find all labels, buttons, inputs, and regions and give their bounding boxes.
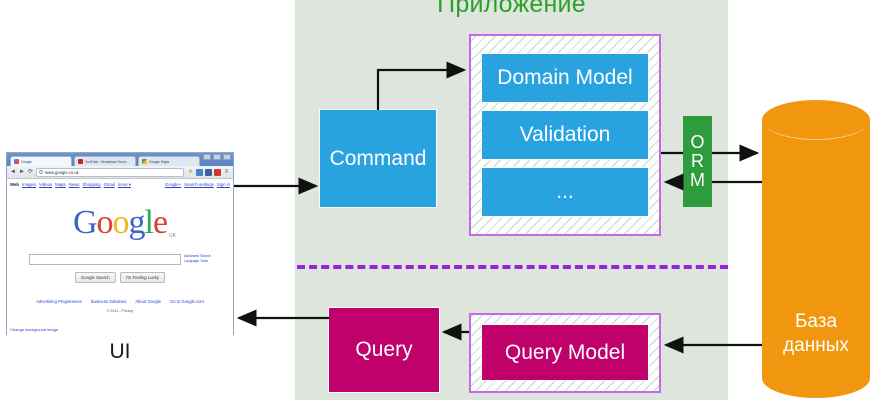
box-domain-model[interactable]: Domain Model (482, 54, 648, 102)
maximize-icon[interactable] (213, 154, 221, 160)
forward-icon[interactable]: ► (18, 169, 25, 175)
browser-tab-2[interactable]: YouTube - Broadcast Yours... (74, 156, 136, 166)
google-homepage: Google UK Advanced Search Language Tools… (7, 190, 233, 335)
browser-toolbar: ◄ ► ⟳ www.google.co.uk ★ ≡ (7, 166, 233, 179)
cylinder-body (762, 120, 870, 378)
bookmark-star-icon[interactable]: ★ (187, 168, 194, 175)
footer-link-about[interactable]: About Google (135, 299, 161, 304)
page-info-icon (38, 170, 43, 174)
address-bar-url: www.google.co.uk (44, 169, 79, 175)
nav-link-news[interactable]: News (68, 182, 80, 187)
nav-link-signin[interactable]: Sign in (216, 182, 230, 187)
google-footer: Advertising Programmes Business Solution… (7, 299, 233, 313)
extension-icon-3[interactable] (214, 168, 221, 176)
google-nav-links: Web Images Videos Maps News Shopping Gma… (7, 179, 233, 190)
footer-link-business[interactable]: Business Solutions (90, 299, 127, 304)
logo-letter-g1: G (72, 204, 98, 241)
footer-link-advertising[interactable]: Advertising Programmes (36, 299, 82, 304)
nav-link-maps[interactable]: Maps (55, 182, 66, 187)
advanced-search-link[interactable]: Advanced Search (184, 254, 211, 258)
box-query-model[interactable]: Query Model (482, 325, 648, 380)
logo-region-tag: UK (169, 233, 176, 239)
cylinder-bottom-ellipse (762, 358, 870, 398)
logo-letter-g2: g (128, 204, 146, 241)
database-label: База данных (762, 310, 870, 358)
application-title: Приложение (437, 0, 586, 18)
back-icon[interactable]: ◄ (10, 169, 16, 175)
browser-tab-3-title: Google Maps (149, 159, 170, 164)
nav-link-images[interactable]: Images (22, 182, 37, 187)
box-command[interactable]: Command (320, 110, 436, 207)
browser-tab-3[interactable]: Google Maps (138, 156, 200, 166)
nav-link-videos[interactable]: Videos (39, 182, 53, 187)
nav-link-gmail[interactable]: Gmail (103, 182, 115, 187)
database-cylinder[interactable]: База данных (762, 100, 870, 398)
reload-icon[interactable]: ⟳ (27, 169, 33, 175)
language-tools-link[interactable]: Language Tools (184, 259, 208, 264)
close-icon[interactable] (223, 154, 231, 160)
maps-favicon-icon (142, 159, 147, 164)
box-validation[interactable]: Validation (482, 111, 648, 159)
youtube-favicon-icon (78, 159, 83, 164)
browser-tab-2-title: YouTube - Broadcast Yours... (85, 159, 129, 164)
box-query[interactable]: Query (329, 308, 439, 392)
nav-link-search-settings[interactable]: Search settings (184, 182, 214, 187)
logo-letter-e: e (152, 204, 168, 241)
address-bar[interactable]: www.google.co.uk (35, 167, 184, 177)
logo-letter-o1: o (96, 204, 114, 241)
browser-titlebar: Google YouTube - Broadcast Yours... Goog… (7, 153, 233, 166)
footer-links: Advertising Programmes Business Solution… (7, 299, 233, 304)
browser-tab-1[interactable]: Google (10, 156, 72, 166)
logo-letter-l: l (144, 204, 155, 241)
google-search-button[interactable]: Google Search (75, 272, 116, 283)
nav-link-more[interactable]: more ▾ (117, 181, 131, 187)
toolbar-icons: ★ ≡ (187, 168, 230, 176)
minimize-icon[interactable] (203, 154, 211, 160)
database-label-line1: База (794, 311, 838, 332)
box-more-items[interactable]: ... (482, 168, 648, 216)
nav-link-shopping[interactable]: Shopping (82, 182, 101, 187)
browser-tab-1-title: Google (21, 159, 32, 164)
search-input[interactable] (29, 254, 182, 265)
feeling-lucky-button[interactable]: I'm Feeling Lucky (119, 272, 165, 283)
logo-letter-o2: o (112, 204, 130, 241)
browser-window[interactable]: Google YouTube - Broadcast Yours... Goog… (6, 152, 234, 335)
cqrs-divider (297, 265, 728, 269)
cylinder-top-ellipse (762, 100, 870, 140)
advanced-links: Advanced Search Language Tools (184, 254, 211, 264)
google-logo: Google UK (50, 206, 190, 240)
extension-icon-2[interactable] (205, 168, 212, 176)
search-row: Advanced Search Language Tools (7, 254, 233, 265)
nav-link-googleplus[interactable]: Google+ (164, 182, 182, 187)
nav-link-web[interactable]: Web (10, 182, 19, 187)
google-favicon-icon (14, 159, 19, 164)
ui-label: UI (109, 340, 131, 363)
footer-copyright: © 2011 - Privacy (106, 309, 134, 313)
orm-letter-o: O (690, 132, 705, 153)
footer-link-gotogoogle[interactable]: Go to Google.com (169, 299, 204, 304)
database-label-line2: данных (783, 334, 849, 356)
change-background-link[interactable]: Change background image (10, 327, 59, 332)
box-orm[interactable]: O R M (683, 116, 712, 207)
orm-letter-m: M (690, 169, 705, 190)
window-controls[interactable] (203, 154, 231, 160)
wrench-menu-icon[interactable]: ≡ (224, 168, 229, 175)
search-buttons: Google Search I'm Feeling Lucky (7, 272, 233, 283)
orm-letter-r: R (691, 151, 704, 172)
extension-icon-1[interactable] (196, 168, 203, 176)
